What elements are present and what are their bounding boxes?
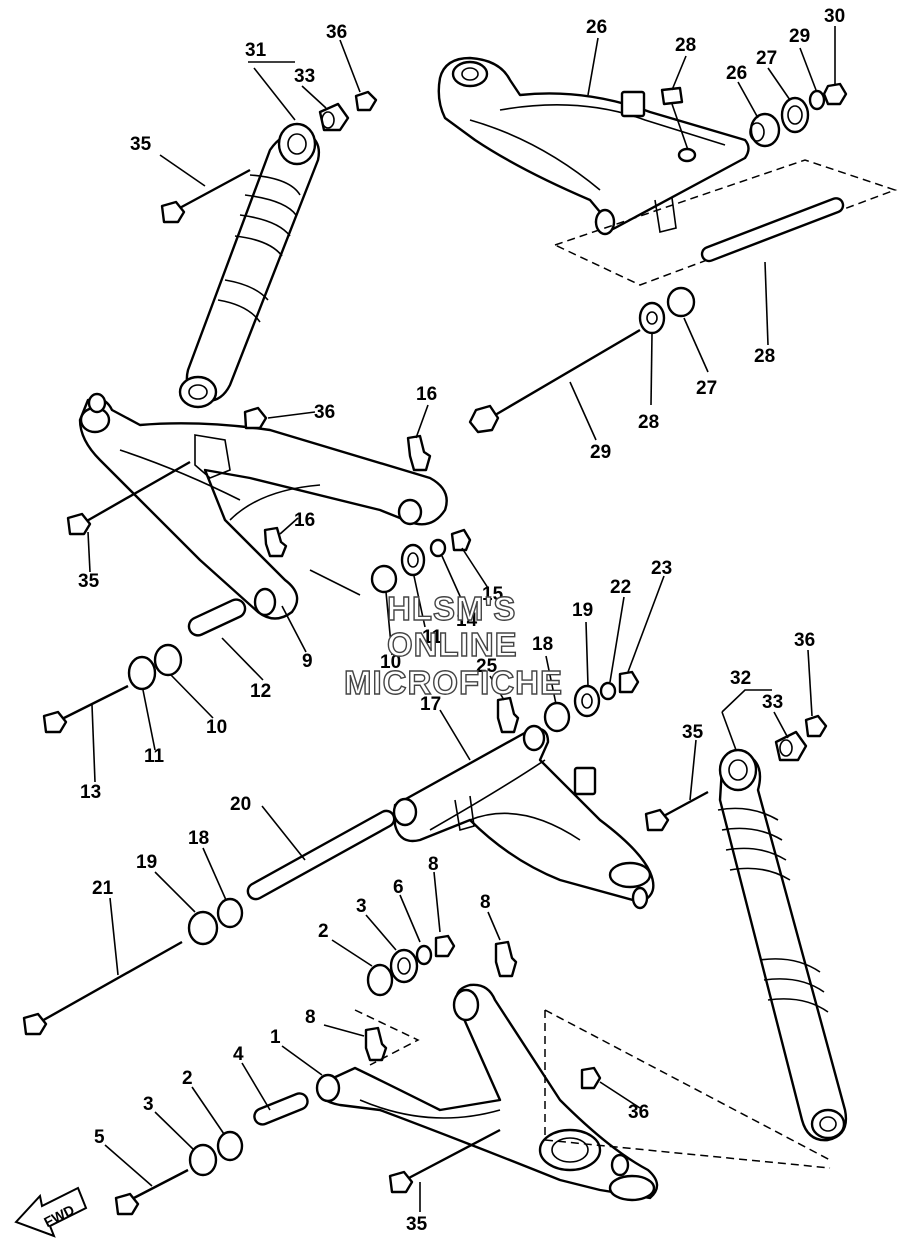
callout-27b: 28 [638, 412, 659, 433]
callout-34: 33 [294, 66, 315, 87]
callout-11: 11 [422, 627, 443, 648]
callout-29: 29 [590, 442, 611, 463]
callout-2b: 2 [182, 1068, 193, 1089]
bottom-mount-outline [544, 1009, 831, 1169]
callout-33: 31 [245, 40, 267, 61]
callout-36d: 36 [628, 1102, 649, 1123]
callout-30: 29 [789, 26, 810, 47]
callout-36c: 36 [794, 630, 815, 651]
callout-35: 35 [130, 134, 152, 155]
callout-26: 26 [726, 63, 747, 84]
shock-absorber-right [717, 748, 848, 1142]
callout-23: 23 [651, 558, 672, 579]
long-pivot-set [22, 809, 396, 1036]
callout-14: 14 [456, 610, 478, 631]
callout-1: 1 [270, 1027, 281, 1048]
shock-left-hardware [160, 90, 378, 224]
upper-right-mount-outline [553, 159, 898, 286]
callout-2: 2 [318, 921, 329, 942]
callout-9: 9 [302, 651, 313, 672]
upper-bushings [309, 528, 472, 596]
callout-10b: 10 [206, 717, 227, 738]
callout-36b: 36 [314, 402, 335, 423]
callout-5: 5 [94, 1127, 105, 1148]
callout-27: 27 [756, 48, 777, 69]
upper-right-hardware [660, 82, 848, 163]
leader-lines [87, 26, 836, 1212]
callout-19b: 19 [136, 852, 157, 873]
watermark-line-3: MICROFICHE [344, 664, 563, 701]
callout-35d: 35 [406, 1214, 428, 1235]
callout-28: 28 [754, 346, 775, 367]
callout-18b: 18 [188, 828, 209, 849]
bottom-left-outline [354, 1009, 420, 1066]
shock-absorber-left [178, 122, 321, 409]
shock-right-hardware [644, 714, 828, 832]
callout-13: 13 [80, 782, 101, 803]
upper-arm-left [78, 392, 448, 620]
callout-20: 20 [230, 794, 251, 815]
watermark-line-1: HLSM'S [387, 590, 516, 627]
watermark-line-2: ONLINE [387, 626, 518, 663]
callout-8: 8 [480, 892, 491, 913]
callout-6: 6 [393, 877, 404, 898]
callout-12: 12 [250, 681, 271, 702]
callout-7: 8 [428, 854, 439, 875]
callout-26b: 27 [696, 378, 717, 399]
upper-arm-right [437, 56, 750, 236]
callout-35c: 35 [682, 722, 704, 743]
callout-36: 36 [326, 22, 347, 43]
callout-22: 22 [610, 577, 631, 598]
callout-16b: 16 [294, 510, 315, 531]
lower-arm-bottom [315, 983, 659, 1202]
callout-18: 18 [532, 634, 553, 655]
callout-33b: 32 [730, 668, 751, 689]
callout-3b: 3 [143, 1094, 154, 1115]
callout-8b: 8 [305, 1007, 316, 1028]
callout-31: 30 [824, 6, 845, 27]
forward-arrow-icon: FWD [14, 1186, 88, 1238]
center-hardware [496, 670, 640, 734]
callout-25: 26 [586, 17, 607, 38]
callout-10: 10 [380, 652, 401, 673]
lower-arm-center [392, 724, 655, 910]
callout-35b: 35 [78, 571, 100, 592]
callout-21: 21 [92, 878, 114, 899]
pivot-bolt-set-right [468, 197, 845, 434]
callout-32: 28 [675, 35, 696, 56]
bottom-hardware [114, 934, 602, 1216]
watermark: HLSM'S ONLINE MICROFICHE [343, 589, 563, 701]
callout-24: 25 [476, 656, 498, 677]
callout-11b: 11 [144, 746, 165, 767]
callout-3: 3 [356, 896, 367, 917]
callout-17: 17 [420, 694, 441, 715]
callout-labels: 26 28 26 27 29 30 28 27 28 29 31 33 36 3… [78, 6, 845, 1235]
lower-left-pivot-set [42, 598, 247, 734]
callout-16: 16 [416, 384, 437, 405]
callout-4: 4 [233, 1044, 244, 1065]
callout-34b: 33 [762, 692, 783, 713]
callout-19: 19 [572, 600, 593, 621]
callout-15: 15 [482, 584, 504, 605]
upper-left-hardware [66, 406, 432, 558]
